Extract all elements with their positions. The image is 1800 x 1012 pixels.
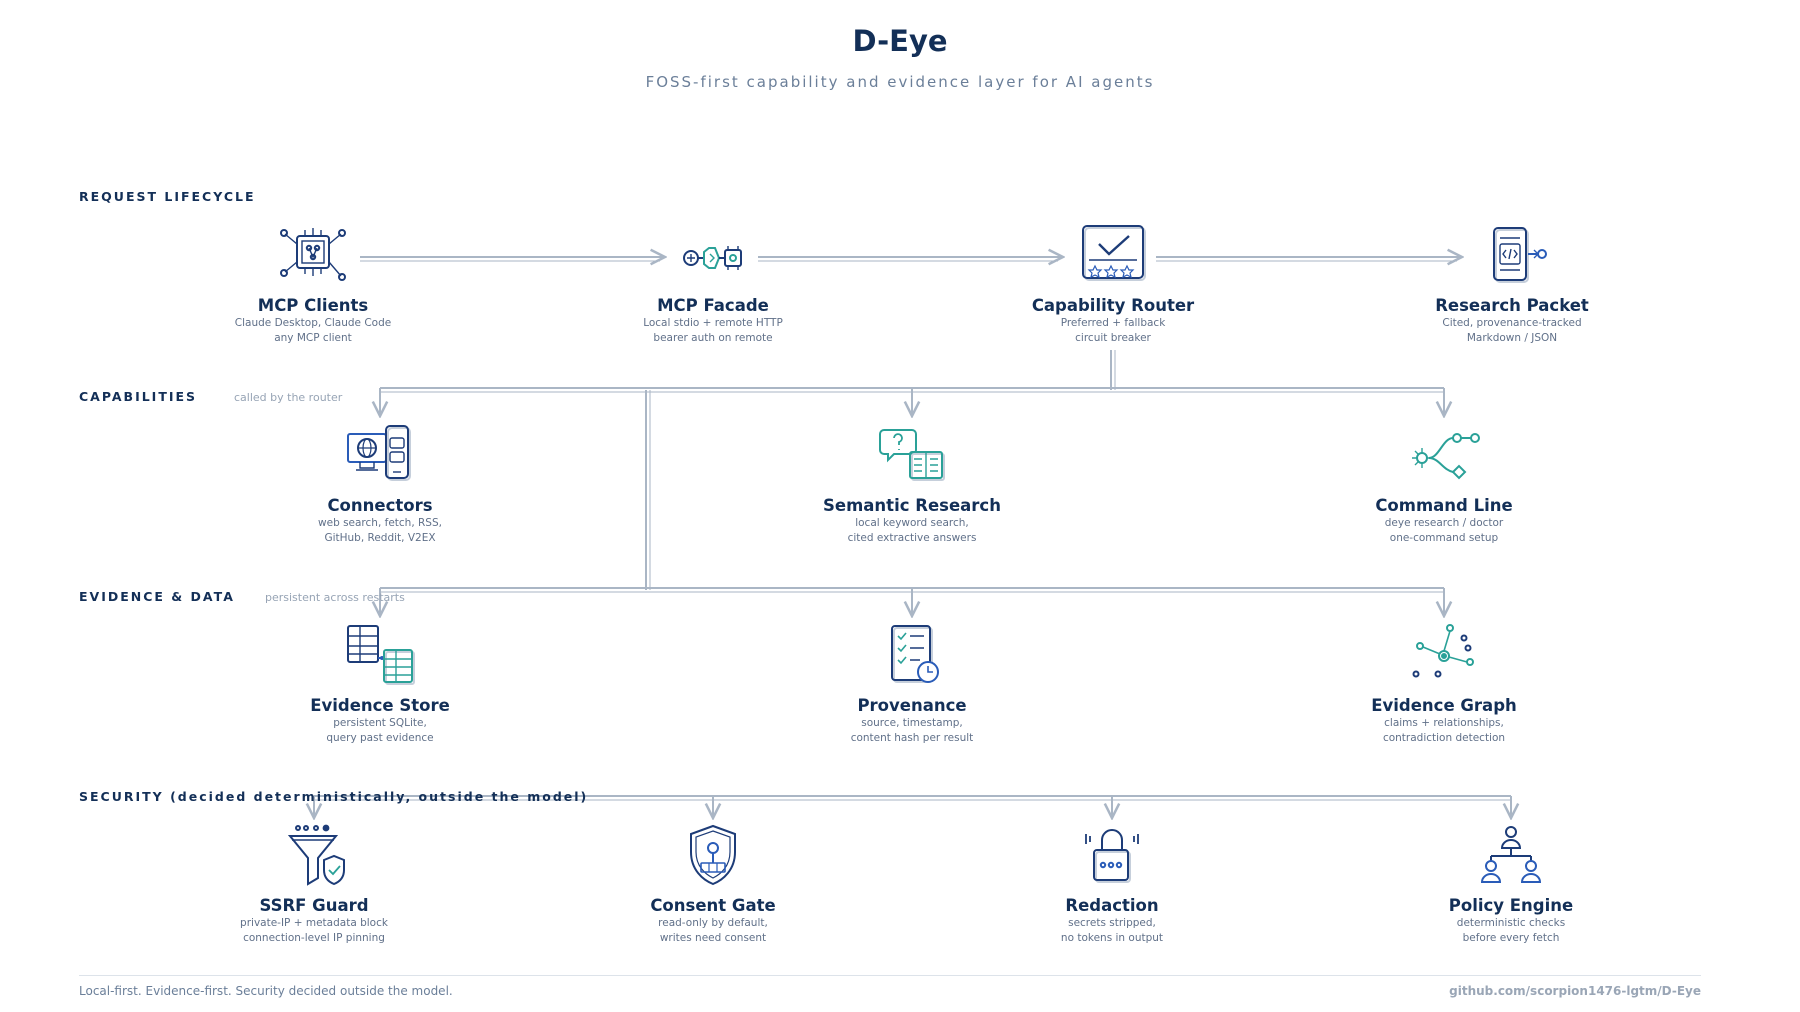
checklist-clock-icon <box>872 624 952 688</box>
node-title: Provenance <box>857 696 967 715</box>
page-title: D-Eye <box>852 24 948 58</box>
node-title: Research Packet <box>1435 296 1589 315</box>
footer-tagline: Local-first. Evidence-first. Security de… <box>79 984 453 998</box>
chip-network-icon <box>273 224 353 288</box>
node-desc-2: any MCP client <box>274 332 352 344</box>
section-label-lifecycle: REQUEST LIFECYCLE <box>79 189 256 204</box>
node-desc-1: claims + relationships, <box>1384 717 1504 729</box>
page-subtitle: FOSS-first capability and evidence layer… <box>645 73 1155 91</box>
node-desc-1: Local stdio + remote HTTP <box>643 317 783 329</box>
node-policy-engine: Policy Engine deterministic checks befor… <box>1381 824 1641 946</box>
code-document-icon <box>1472 224 1552 288</box>
node-mcp-facade: MCP Facade Local stdio + remote HTTP bea… <box>583 224 843 346</box>
node-desc-2: contradiction detection <box>1382 732 1506 744</box>
node-title: Evidence Graph <box>1371 696 1517 715</box>
node-semantic-research: Semantic Research local keyword search, … <box>782 424 1042 546</box>
node-research-packet: Research Packet Cited, provenance-tracke… <box>1382 224 1642 346</box>
node-title: Consent Gate <box>650 896 776 915</box>
node-capability-router: Capability Router Preferred + fallback c… <box>983 224 1243 346</box>
router-branch-lines <box>380 350 1444 416</box>
graph-nodes-icon <box>1404 624 1484 688</box>
node-desc-2: query past evidence <box>326 732 434 744</box>
node-consent-gate: Consent Gate read-only by default, write… <box>583 824 843 946</box>
section-label-evidence: EVIDENCE & DATA <box>79 589 235 604</box>
globe-devices-icon <box>340 424 420 488</box>
node-title: Evidence Store <box>310 696 450 715</box>
repo-link[interactable]: github.com/scorpion1476-lgtm/D-Eye <box>1449 984 1701 998</box>
node-desc-2: connection-level IP pinning <box>243 932 385 944</box>
node-desc-2: cited extractive answers <box>847 532 977 544</box>
node-desc-1: secrets stripped, <box>1068 917 1156 929</box>
node-redaction: Redaction secrets stripped, no tokens in… <box>982 824 1242 946</box>
plug-connector-icon <box>673 224 753 288</box>
branch-flow-icon <box>1404 424 1484 488</box>
section-note-capabilities: called by the router <box>234 391 343 404</box>
tables-icon <box>340 624 420 688</box>
node-evidence-graph: Evidence Graph claims + relationships, c… <box>1314 624 1574 746</box>
node-connectors: Connectors web search, fetch, RSS, GitHu… <box>250 424 510 546</box>
node-desc-2: bearer auth on remote <box>653 332 773 344</box>
footer-divider <box>79 975 1701 976</box>
flow-arrow-router-to-packet <box>1156 257 1462 261</box>
node-ssrf-guard: SSRF Guard private-IP + metadata block c… <box>184 824 444 946</box>
node-desc-1: deye research / doctor <box>1384 517 1504 529</box>
padlock-icon <box>1072 824 1152 888</box>
node-evidence-store: Evidence Store persistent SQLite, query … <box>250 624 510 746</box>
node-title: MCP Facade <box>657 296 769 315</box>
node-desc-1: private-IP + metadata block <box>240 917 388 929</box>
node-desc-2: one-command setup <box>1389 532 1499 544</box>
node-desc-1: deterministic checks <box>1456 917 1566 929</box>
node-desc-1: Cited, provenance-tracked <box>1442 317 1582 329</box>
node-desc-1: source, timestamp, <box>861 717 963 729</box>
node-desc-2: no tokens in output <box>1060 932 1164 944</box>
node-desc-2: before every fetch <box>1462 932 1560 944</box>
node-title: Capability Router <box>1031 296 1195 315</box>
monitor-check-icon <box>1073 224 1153 288</box>
node-desc-2: circuit breaker <box>1075 332 1151 344</box>
flow-arrow-clients-to-facade <box>360 257 665 261</box>
node-mcp-clients: MCP Clients Claude Desktop, Claude Code … <box>183 224 443 346</box>
node-title: Policy Engine <box>1448 896 1574 915</box>
node-title: Command Line <box>1375 496 1513 515</box>
node-desc-1: web search, fetch, RSS, <box>318 517 442 529</box>
flow-arrow-facade-to-router <box>758 257 1063 261</box>
section-label-security: SECURITY (decided deterministically, out… <box>79 789 589 804</box>
section-label-capabilities: CAPABILITIES <box>79 389 198 404</box>
evidence-branch-lines <box>380 390 1444 616</box>
shield-keyhole-icon <box>673 824 753 888</box>
node-title: Semantic Research <box>823 496 1001 515</box>
node-command-line: Command Line deye research / doctor one-… <box>1314 424 1574 546</box>
node-desc-1: local keyword search, <box>855 517 969 529</box>
node-title: MCP Clients <box>257 296 369 315</box>
node-desc-2: GitHub, Reddit, V2EX <box>324 532 436 544</box>
security-branch-lines <box>314 795 1511 818</box>
question-book-icon <box>872 424 952 488</box>
node-desc-2: content hash per result <box>850 732 974 744</box>
node-desc-2: Markdown / JSON <box>1466 332 1558 344</box>
section-note-evidence: persistent across restarts <box>265 591 405 604</box>
node-title: Connectors <box>327 496 433 515</box>
node-title: SSRF Guard <box>259 896 369 915</box>
node-provenance: Provenance source, timestamp, content ha… <box>782 624 1042 746</box>
org-chart-icon <box>1471 824 1551 888</box>
node-title: Redaction <box>1065 896 1159 915</box>
node-desc-1: Claude Desktop, Claude Code <box>234 317 392 329</box>
node-desc-1: read-only by default, <box>658 917 768 929</box>
filter-shield-icon <box>274 824 354 888</box>
node-desc-1: persistent SQLite, <box>333 717 427 729</box>
node-desc-1: Preferred + fallback <box>1060 317 1166 329</box>
node-desc-2: writes need consent <box>659 932 767 944</box>
